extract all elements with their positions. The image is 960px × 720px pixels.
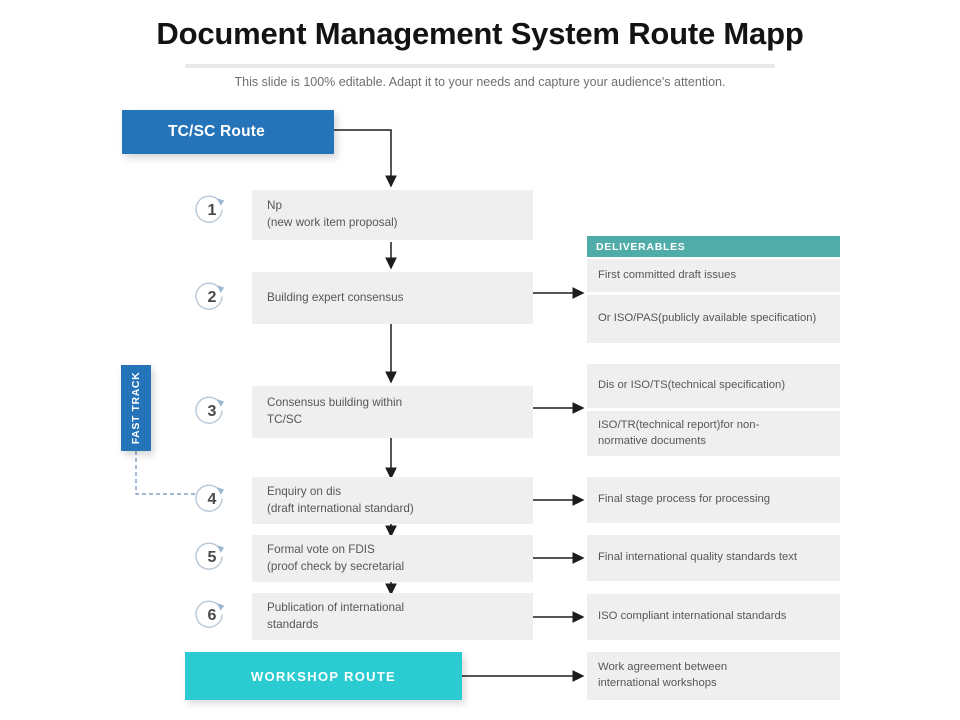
circular-arrow-icon [195, 396, 225, 424]
step-text-3: Consensus building within TC/SC [267, 396, 403, 426]
deliverable-text-6: Final international quality standards te… [598, 551, 798, 564]
deliverable-item-8[interactable]: Work agreement between international wor… [587, 652, 840, 700]
circular-arrow-icon [195, 600, 225, 628]
circular-arrow-icon [195, 542, 225, 570]
step-text-2: Building expert consensus [267, 290, 404, 304]
deliverables-header-label: DELIVERABLES [596, 240, 686, 253]
step-badge-5[interactable]: 5 [193, 539, 231, 577]
deliverable-text-7: ISO compliant international standards [598, 610, 787, 623]
step-text-6: Publication of international standards [267, 600, 405, 631]
deliverable-item-6[interactable]: Final international quality standards te… [587, 535, 840, 581]
step-box-3[interactable]: Consensus building within TC/SC [252, 386, 533, 438]
step-text-5: Formal vote on FDIS (proof check by secr… [267, 542, 405, 573]
step-badge-1[interactable]: 1 [193, 192, 231, 230]
step-box-1[interactable]: Np (new work item proposal) [252, 190, 533, 240]
deliverable-item-4[interactable]: ISO/TR(technical report)for non- normati… [587, 411, 840, 456]
circular-arrow-icon [195, 484, 225, 512]
workshop-route-label: WORKSHOP ROUTE [250, 668, 397, 684]
title-divider [185, 64, 775, 68]
step-badge-4[interactable]: 4 [193, 481, 231, 519]
deliverable-item-5[interactable]: Final stage process for processing [587, 477, 840, 523]
step-number-6: 6 [207, 607, 217, 624]
deliverables-header: DELIVERABLES [587, 236, 840, 257]
step-box-5[interactable]: Formal vote on FDIS (proof check by secr… [252, 535, 533, 582]
deliverable-item-2[interactable]: Or ISO/PAS(publicly available specificat… [587, 295, 840, 343]
step-box-4[interactable]: Enquiry on dis (draft international stan… [252, 477, 533, 524]
deliverable-text-8: Work agreement between international wor… [598, 661, 728, 689]
step-number-2: 2 [207, 289, 217, 306]
wire-fasttrack-to-step4 [135, 451, 195, 495]
step-badge-6[interactable]: 6 [193, 597, 231, 635]
step-badge-2[interactable]: 2 [193, 279, 231, 317]
fast-track-label: FAST TRACK [130, 371, 142, 445]
workshop-route-button[interactable]: WORKSHOP ROUTE [185, 652, 462, 700]
deliverable-item-1[interactable]: First committed draft issues [587, 259, 840, 292]
deliverable-text-3: Dis or ISO/TS(technical specification) [598, 379, 786, 392]
tcsc-route-label: TC/SC Route [168, 123, 265, 140]
wire-tcsc-to-step1 [334, 129, 397, 188]
deliverable-text-5: Final stage process for processing [598, 493, 771, 506]
deliverable-item-3[interactable]: Dis or ISO/TS(technical specification) [587, 364, 840, 408]
step-number-1: 1 [207, 202, 217, 219]
deliverable-text-2: Or ISO/PAS(publicly available specificat… [598, 312, 817, 325]
step-text-4: Enquiry on dis (draft international stan… [267, 484, 414, 515]
step-box-6[interactable]: Publication of international standards [252, 593, 533, 640]
page-subtitle: This slide is 100% editable. Adapt it to… [234, 75, 726, 89]
step-box-2[interactable]: Building expert consensus [252, 272, 533, 324]
deliverable-text-4: ISO/TR(technical report)for non- normati… [598, 418, 760, 447]
deliverable-item-7[interactable]: ISO compliant international standards [587, 594, 840, 640]
step-number-3: 3 [207, 403, 217, 420]
step-text-1: Np (new work item proposal) [267, 199, 398, 229]
page-title: Document Management System Route Mapp [156, 16, 804, 51]
deliverable-text-1: First committed draft issues [598, 268, 737, 281]
step-badge-3[interactable]: 3 [193, 393, 231, 431]
circular-arrow-icon [195, 282, 225, 310]
tcsc-route-header[interactable]: TC/SC Route [122, 110, 334, 154]
step-number-4: 4 [207, 491, 217, 508]
fast-track-tab[interactable]: FAST TRACK [121, 365, 151, 451]
step-number-5: 5 [207, 549, 217, 566]
circular-arrow-icon [195, 195, 225, 223]
